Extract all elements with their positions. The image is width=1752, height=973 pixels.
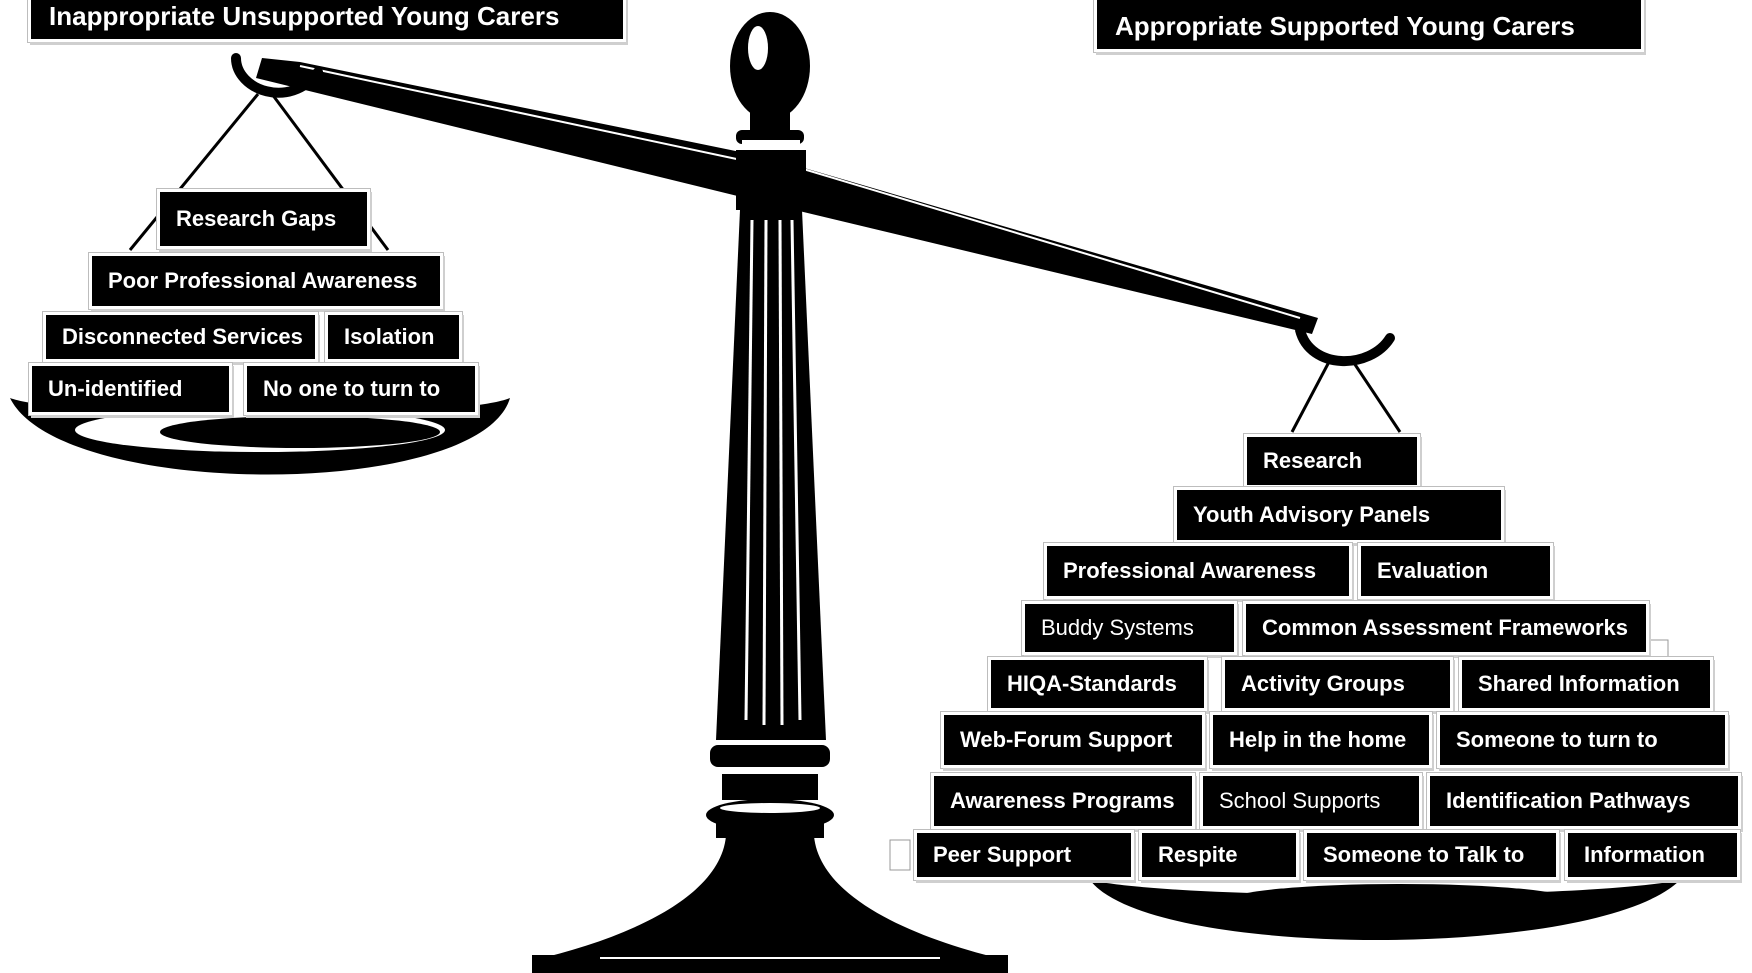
right-label-research: Research [1244, 434, 1420, 488]
column-shaft [716, 210, 826, 740]
base-collar-2 [722, 774, 818, 800]
left-label-un-identified: Un-identified [29, 363, 232, 415]
paper-stack-left [889, 839, 911, 871]
flute-2 [762, 219, 768, 726]
finial-neck [750, 112, 790, 132]
left-label-isolation: Isolation [325, 312, 462, 362]
right-label-respite: Respite [1139, 830, 1299, 880]
right-string-a [1290, 359, 1332, 433]
flute-3 [778, 219, 784, 726]
left-hook [231, 53, 323, 98]
right-label-youth-advisory-panels: Youth Advisory Panels [1174, 487, 1504, 543]
right-label-awareness-programs: Awareness Programs [931, 773, 1195, 829]
pivot-block [736, 150, 806, 210]
finial-highlight [748, 26, 768, 70]
right-pan-shadow [1230, 884, 1570, 916]
left-string-a [128, 93, 260, 251]
right-label-information: Information [1565, 830, 1740, 880]
right-label-school-supports: School Supports [1200, 773, 1422, 829]
right-label-hiqa-standards: HIQA-Standards [988, 657, 1207, 711]
right-hook [1295, 325, 1395, 366]
finial-knob [730, 12, 810, 120]
right-label-evaluation: Evaluation [1358, 543, 1553, 599]
right-label-someone-to-talk-to: Someone to Talk to [1304, 830, 1559, 880]
base-collar-4 [716, 820, 824, 838]
right-label-identification-pathways: Identification Pathways [1427, 773, 1741, 829]
beam-highlight-right [799, 167, 1301, 319]
base-collar-1 [710, 745, 830, 767]
right-label-professional-awareness: Professional Awareness [1044, 543, 1352, 599]
base-collar-1-line [712, 768, 828, 772]
base-foot [534, 836, 1006, 960]
beam-highlight [299, 65, 761, 165]
header-left: Inappropriate Unsupported Young Carers [28, 0, 626, 42]
flute-1 [744, 219, 754, 721]
right-label-help-in-the-home: Help in the home [1210, 712, 1432, 768]
pivot-cap [742, 140, 800, 148]
left-label-disconnected-services: Disconnected Services [43, 312, 318, 362]
header-right: Appropriate Supported Young Carers [1094, 0, 1644, 52]
right-label-shared-information: Shared Information [1459, 657, 1713, 711]
left-label-research-gaps: Research Gaps [157, 189, 370, 249]
left-label-poor-professional-awareness: Poor Professional Awareness [89, 253, 443, 309]
right-label-buddy-systems: Buddy Systems [1022, 601, 1237, 655]
flute-4 [790, 219, 802, 721]
right-string-b [1350, 359, 1402, 433]
base-plinth [532, 955, 1008, 973]
left-label-no-one-to-turn-to: No one to turn to [244, 363, 478, 415]
right-label-web-forum-support: Web-Forum Support [941, 712, 1205, 768]
left-pan-shadow [160, 416, 440, 448]
right-label-someone-to-turn-to: Someone to turn to [1437, 712, 1728, 768]
right-label-peer-support: Peer Support [914, 830, 1134, 880]
right-label-common-assessment-frameworks: Common Assessment Frameworks [1243, 601, 1649, 655]
base-collar-3-highlight [720, 803, 820, 813]
right-label-activity-groups: Activity Groups [1222, 657, 1453, 711]
